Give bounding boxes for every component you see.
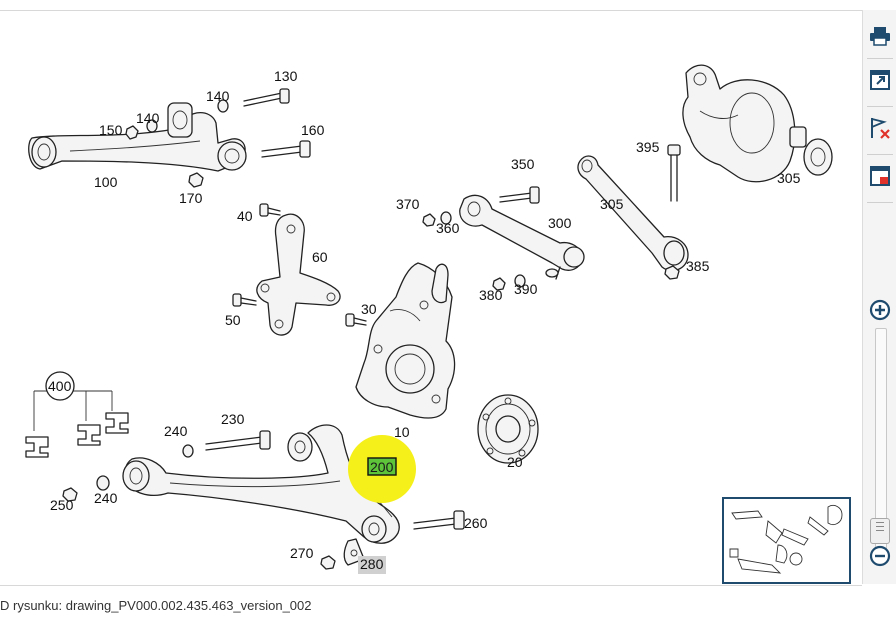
label-305a[interactable]: 305	[600, 196, 624, 212]
label-300[interactable]: 300	[548, 215, 572, 231]
label-385[interactable]: 385	[686, 258, 710, 274]
part-140a-washer[interactable]	[217, 99, 229, 113]
label-350[interactable]: 350	[511, 156, 535, 172]
label-260[interactable]: 260	[464, 515, 488, 531]
part-250-nut[interactable]	[62, 487, 78, 502]
label-270[interactable]: 270	[290, 545, 314, 561]
label-150[interactable]: 150	[99, 122, 123, 138]
part-50-bolt[interactable]	[232, 293, 257, 307]
part-300-control-arm[interactable]	[459, 194, 585, 280]
diagram-viewer[interactable]: 130 140 140 150 160 100 170 40 60 50 30 …	[0, 10, 862, 586]
label-360[interactable]: 360	[436, 220, 460, 236]
zoom-out-icon	[869, 545, 891, 567]
part-305-link[interactable]	[577, 155, 689, 272]
part-30-bolt[interactable]	[345, 313, 367, 327]
label-160[interactable]: 160	[301, 122, 325, 138]
exploded-parts-diagram[interactable]: 130 140 140 150 160 100 170 40 60 50 30 …	[0, 11, 862, 585]
label-250[interactable]: 250	[50, 497, 74, 513]
label-140b[interactable]: 140	[136, 110, 160, 126]
label-50[interactable]: 50	[225, 312, 241, 328]
label-390[interactable]: 390	[514, 281, 538, 297]
part-270-nut[interactable]	[320, 555, 336, 570]
part-380-nut[interactable]	[492, 277, 506, 291]
selected-part-box	[367, 457, 397, 476]
label-140a[interactable]: 140	[206, 88, 230, 104]
label-10[interactable]: 10	[394, 424, 410, 440]
part-385-nut[interactable]	[664, 265, 680, 280]
part-170-nut[interactable]	[188, 172, 204, 188]
part-240b-washer[interactable]	[96, 475, 110, 491]
label-170[interactable]: 170	[179, 190, 203, 206]
label-200[interactable]: 200	[370, 459, 394, 475]
part-395-bolt[interactable]	[667, 144, 681, 202]
label-20[interactable]: 20	[507, 454, 523, 470]
part-10-wheel-carrier[interactable]	[355, 262, 456, 419]
label-130[interactable]: 130	[274, 68, 298, 84]
zoom-slider-handle[interactable]	[870, 518, 890, 544]
label-280-background	[358, 556, 386, 574]
print-button[interactable]	[866, 22, 894, 50]
printer-icon	[870, 27, 890, 46]
label-380[interactable]: 380	[479, 287, 503, 303]
label-100[interactable]: 100	[94, 174, 118, 190]
part-140b-washer[interactable]	[146, 119, 158, 133]
part-60-bracket[interactable]	[256, 213, 341, 336]
part-240a-washer[interactable]	[182, 444, 194, 458]
part-390-washer[interactable]	[514, 274, 526, 288]
part-230-bolt[interactable]	[205, 430, 271, 451]
part-160-bolt[interactable]	[261, 140, 311, 158]
external-link-icon	[870, 70, 890, 90]
part-360-washer[interactable]	[440, 211, 452, 225]
label-370[interactable]: 370	[396, 196, 420, 212]
part-100-upper-arm[interactable]	[28, 102, 247, 172]
part-400-clip-kit[interactable]	[25, 390, 129, 458]
part-305-assembly[interactable]	[682, 64, 833, 183]
label-395[interactable]: 395	[636, 139, 660, 155]
label-60[interactable]: 60	[312, 249, 328, 265]
label-305b[interactable]: 305	[777, 170, 801, 186]
window-close-icon	[870, 166, 890, 186]
label-30[interactable]: 30	[361, 301, 377, 317]
zoom-in-icon	[869, 299, 891, 321]
label-280[interactable]: 280	[360, 556, 384, 572]
right-toolbar	[862, 10, 896, 584]
part-370-nut[interactable]	[422, 213, 436, 227]
minimap[interactable]	[722, 497, 851, 584]
zoom-in-button[interactable]	[866, 296, 894, 324]
part-40-bolt[interactable]	[259, 203, 281, 217]
part-150-nut[interactable]	[125, 125, 139, 140]
part-200-lower-arm[interactable]	[122, 424, 400, 544]
zoom-out-button[interactable]	[866, 542, 894, 570]
label-240a[interactable]: 240	[164, 423, 188, 439]
flag-remove-icon	[871, 117, 890, 139]
minimap-preview	[729, 504, 843, 574]
label-400-circle	[45, 371, 75, 401]
label-400[interactable]: 400	[48, 378, 72, 394]
drawing-id-footer: D rysunku: drawing_PV000.002.435.463_ver…	[0, 598, 312, 613]
label-240b[interactable]: 240	[94, 490, 118, 506]
label-40[interactable]: 40	[237, 208, 253, 224]
label-230[interactable]: 230	[221, 411, 245, 427]
close-window-button[interactable]	[866, 162, 894, 190]
part-350-bolt[interactable]	[499, 186, 540, 204]
part-20-wheel-hub[interactable]	[477, 394, 539, 464]
open-external-button[interactable]	[866, 66, 894, 94]
part-130-bolt[interactable]	[243, 88, 290, 107]
clear-flags-button[interactable]	[866, 114, 894, 142]
part-260-bolt[interactable]	[413, 510, 465, 530]
